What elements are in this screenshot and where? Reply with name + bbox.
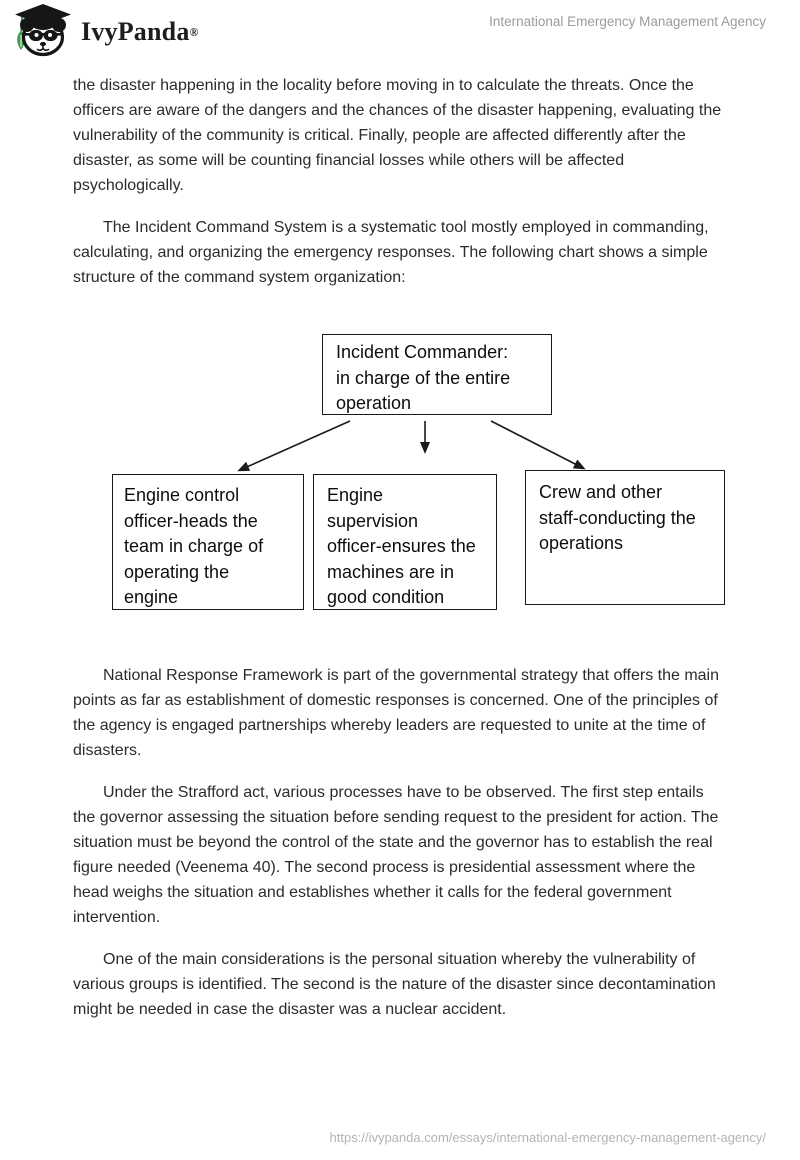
- org-chart-node-crew-staff: Crew and other staff-conducting the oper…: [525, 470, 725, 605]
- registered-trademark-mark: ®: [189, 24, 199, 39]
- paragraph-strafford-act: Under the Strafford act, various process…: [73, 784, 719, 926]
- paragraph-main-considerations: One of the main considerations is the pe…: [73, 951, 716, 1018]
- paragraph-continuation: the disaster happening in the locality b…: [73, 77, 722, 194]
- ivypanda-logo: IvyPanda®: [8, 2, 199, 62]
- document-title: International Emergency Management Agenc…: [489, 14, 766, 29]
- ivypanda-panda-graduation-icon: [15, 4, 71, 57]
- brand-name: IvyPanda: [81, 17, 190, 46]
- command-system-org-chart: Incident Commander: in charge of the ent…: [73, 334, 725, 611]
- paragraph-incident-command-system: The Incident Command System is a systema…: [73, 219, 709, 286]
- org-chart-node-engine-control-officer: Engine control officer-heads the team in…: [112, 474, 304, 610]
- essay-body: the disaster happening in the locality b…: [73, 73, 725, 1039]
- org-chart-node-engine-supervision-officer: Engine supervision officer-ensures the m…: [313, 474, 497, 610]
- source-url: https://ivypanda.com/essays/internationa…: [329, 1130, 766, 1145]
- org-chart-node-incident-commander: Incident Commander: in charge of the ent…: [322, 334, 552, 415]
- paragraph-national-response-framework: National Response Framework is part of t…: [73, 667, 720, 759]
